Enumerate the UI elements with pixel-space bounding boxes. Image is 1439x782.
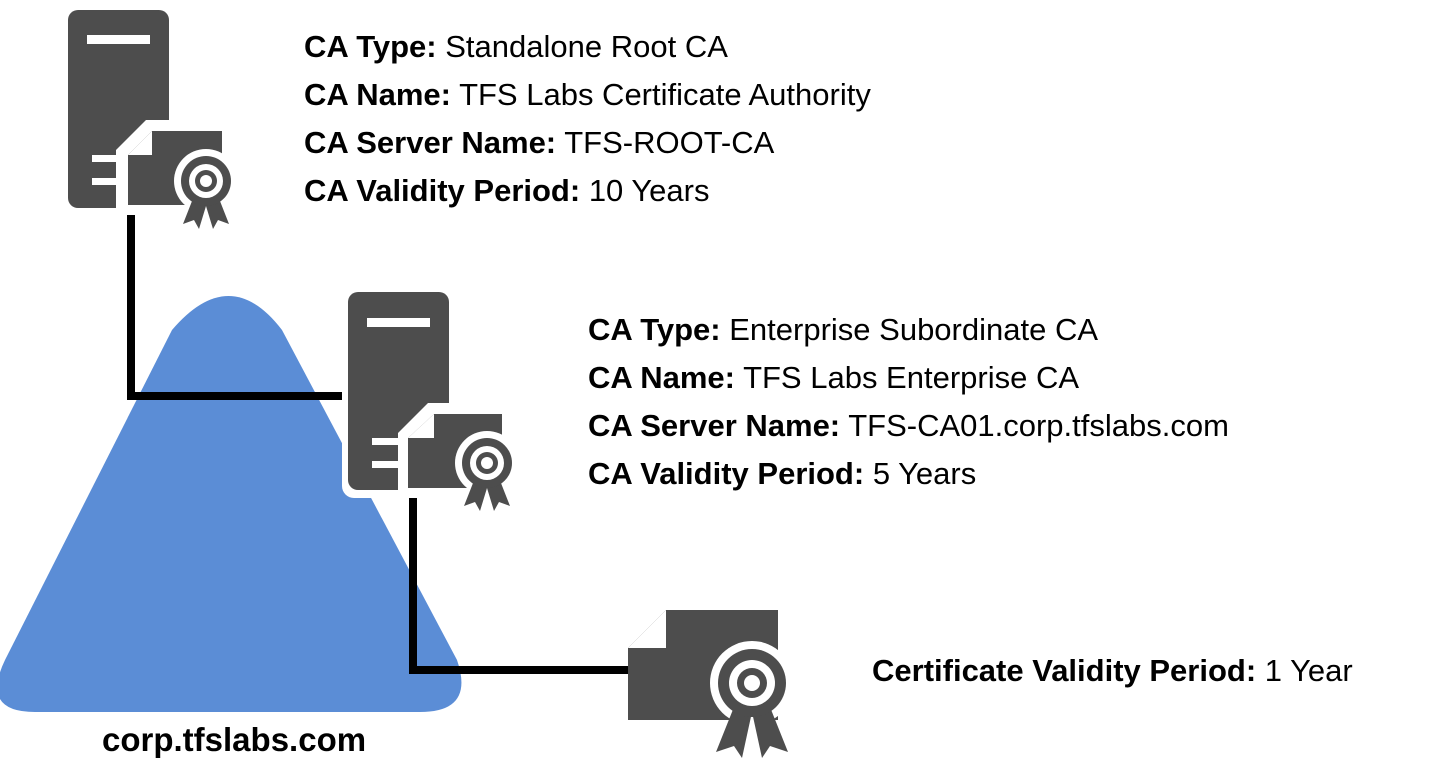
issued-cert-seal-icon — [710, 641, 794, 758]
subordinate-ca-name: CA Name: TFS Labs Enterprise CA — [588, 360, 1080, 395]
root-cert-text-line — [92, 178, 128, 185]
subordinate-ca-type: CA Type: Enterprise Subordinate CA — [588, 312, 1099, 347]
domain-triangle — [0, 296, 462, 712]
root-cert-text-line — [92, 155, 128, 162]
root-ca-server-certificate-icon — [68, 10, 238, 229]
subordinate-server-slot — [367, 318, 430, 327]
root-ca-validity-period: CA Validity Period: 10 Years — [304, 173, 710, 208]
subordinate-ca-server-certificate-icon — [342, 286, 519, 511]
issued-certificate-details: Certificate Validity Period: 1 Year — [872, 647, 1353, 695]
subordinate-to-certificate-connector — [409, 493, 630, 674]
subordinate-cert-dogear — [408, 414, 434, 438]
certificate-validity-period: Certificate Validity Period: 1 Year — [872, 653, 1353, 688]
root-to-subordinate-connector — [127, 215, 348, 400]
subordinate-cert-text-line — [372, 438, 408, 445]
issued-certificate-icon — [628, 610, 794, 758]
subordinate-cert-seal-icon — [455, 431, 519, 511]
domain-label: corp.tfslabs.com — [102, 721, 367, 758]
issued-cert-dogear — [628, 610, 666, 648]
root-ca-server-name: CA Server Name: TFS-ROOT-CA — [304, 125, 775, 160]
subordinate-cert-text-line — [372, 461, 408, 468]
subordinate-ca-details: CA Type: Enterprise Subordinate CA CA Na… — [588, 306, 1229, 498]
root-cert-seal-icon — [174, 149, 238, 229]
subordinate-ca-server-name: CA Server Name: TFS-CA01.corp.tfslabs.co… — [588, 408, 1229, 443]
root-server-slot — [87, 35, 150, 44]
subordinate-ca-validity-period: CA Validity Period: 5 Years — [588, 456, 977, 491]
root-ca-name: CA Name: TFS Labs Certificate Authority — [304, 77, 871, 112]
root-ca-type: CA Type: Standalone Root CA — [304, 29, 728, 64]
root-cert-dogear — [128, 131, 152, 155]
root-ca-details: CA Type: Standalone Root CA CA Name: TFS… — [304, 23, 871, 215]
